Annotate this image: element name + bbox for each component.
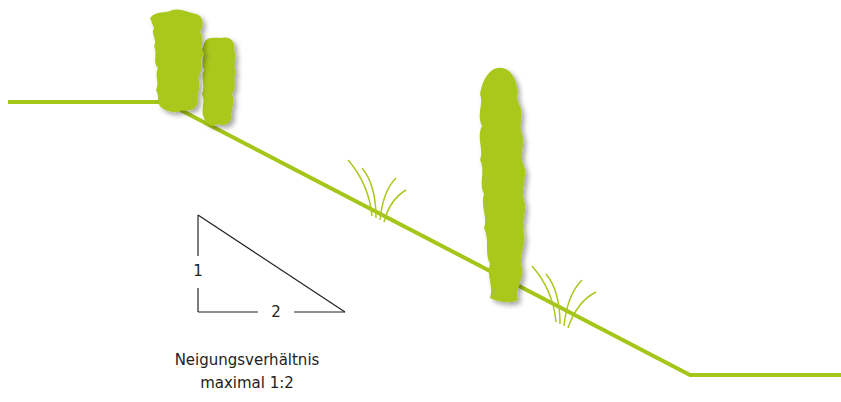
tree (480, 68, 525, 302)
ground-line (8, 102, 841, 375)
bush (202, 38, 236, 126)
slope-triangle (198, 215, 345, 312)
grass-tuft (532, 266, 596, 328)
grass-tuft (348, 160, 406, 222)
dimension-label: 2 (268, 301, 284, 324)
bush (150, 9, 204, 112)
dimension-label: 1 (190, 260, 206, 283)
ratio-note: Neigungsverhältnis maximal 1:2 (149, 349, 345, 395)
